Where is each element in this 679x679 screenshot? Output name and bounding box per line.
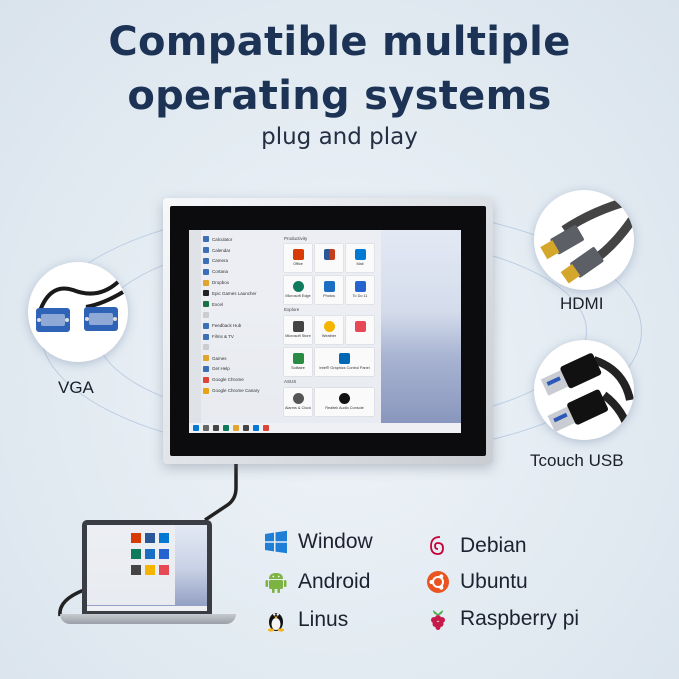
- raspberry-pi-icon: [431, 610, 445, 630]
- os-debian: Debian: [426, 534, 527, 558]
- taskbar: [189, 423, 461, 433]
- app-item[interactable]: Feedback Hub: [203, 320, 283, 331]
- windows-icon: [265, 530, 287, 554]
- vga-label: VGA: [58, 378, 94, 397]
- hdmi-label: HDMI: [560, 294, 604, 313]
- explorer-icon[interactable]: [233, 425, 239, 431]
- os-windows: Window: [264, 530, 373, 554]
- app-item[interactable]: Calculator: [203, 234, 283, 245]
- app-item[interactable]: [203, 342, 283, 353]
- os-windows-label: Window: [298, 530, 373, 553]
- app-item[interactable]: Films & TV: [203, 331, 283, 342]
- app-item[interactable]: Google Chrome Canary: [203, 385, 283, 396]
- headline-line-1: Compatible multiple: [108, 19, 571, 65]
- os-raspberry: Raspberry pi: [426, 607, 579, 631]
- edge-icon[interactable]: [223, 425, 229, 431]
- tile-section-label: Productivity: [284, 236, 308, 241]
- app-item[interactable]: Cortana: [203, 266, 283, 277]
- vga-connector-image: [28, 262, 128, 362]
- usb-connector-image: [534, 340, 634, 440]
- taskview-icon[interactable]: [213, 425, 219, 431]
- usb-label: Tcouch USB: [530, 451, 624, 470]
- tile[interactable]: Weather: [315, 316, 343, 344]
- ubuntu-icon: [427, 571, 449, 593]
- linux-tux-icon: [267, 613, 285, 632]
- os-android-label: Android: [298, 570, 371, 593]
- laptop: [82, 520, 212, 616]
- tile[interactable]: Solitaire: [284, 348, 312, 376]
- tile[interactable]: [315, 244, 343, 272]
- store-icon[interactable]: [243, 425, 249, 431]
- tile[interactable]: Realtek Audio Console: [315, 388, 374, 416]
- tile[interactable]: To Do 11: [346, 276, 374, 304]
- monitor-screen: Calculator Calendar Camera Cortana Dropb…: [189, 230, 461, 433]
- headline-line-2: operating systems: [127, 73, 552, 119]
- start-menu: Calculator Calendar Camera Cortana Dropb…: [189, 230, 381, 423]
- os-android: Android: [264, 570, 370, 594]
- tile[interactable]: Photos: [315, 276, 343, 304]
- search-icon[interactable]: [203, 425, 209, 431]
- hdmi-connector-image: [534, 190, 634, 290]
- debian-swirl-icon: [430, 536, 444, 555]
- app-list: Calculator Calendar Camera Cortana Dropb…: [203, 234, 283, 396]
- tile[interactable]: Microsoft Edge: [284, 276, 312, 304]
- os-debian-label: Debian: [460, 534, 527, 557]
- os-linux-label: Linus: [298, 608, 349, 631]
- app-item[interactable]: Epic Games Launcher: [203, 288, 283, 299]
- mail-icon[interactable]: [253, 425, 259, 431]
- laptop-base: [60, 614, 236, 624]
- android-icon: [265, 573, 287, 593]
- os-linux: Linus: [264, 608, 348, 632]
- tile[interactable]: Mail: [346, 244, 374, 272]
- tile[interactable]: Intel® Graphics Control Panel: [315, 348, 374, 376]
- tile[interactable]: Microsoft Store: [284, 316, 312, 344]
- app-item[interactable]: Excel: [203, 299, 283, 310]
- laptop-screen: [87, 525, 207, 611]
- app-item[interactable]: Dropbox: [203, 277, 283, 288]
- tile-section-label: Explore: [284, 307, 300, 312]
- tile[interactable]: Alarms & Clock: [284, 388, 312, 416]
- tile[interactable]: [346, 316, 374, 344]
- os-ubuntu-label: Ubuntu: [460, 570, 528, 593]
- app-item[interactable]: Calendar: [203, 245, 283, 256]
- os-raspberry-label: Raspberry pi: [460, 607, 580, 630]
- start-icon[interactable]: [193, 425, 199, 431]
- subtitle: plug and play: [261, 124, 418, 150]
- chrome-icon[interactable]: [263, 425, 269, 431]
- app-item[interactable]: Games: [203, 353, 283, 364]
- app-item[interactable]: Google Chrome: [203, 374, 283, 385]
- app-item[interactable]: [203, 310, 283, 321]
- tile-area: Productivity Office Mail Microsoft Edge …: [284, 236, 379, 416]
- app-item[interactable]: Camera: [203, 256, 283, 267]
- tile[interactable]: Office: [284, 244, 312, 272]
- start-menu-rail: [189, 230, 201, 423]
- tile-section-label: ASUS: [284, 379, 297, 384]
- os-ubuntu: Ubuntu: [426, 570, 528, 594]
- app-item[interactable]: Get Help: [203, 364, 283, 375]
